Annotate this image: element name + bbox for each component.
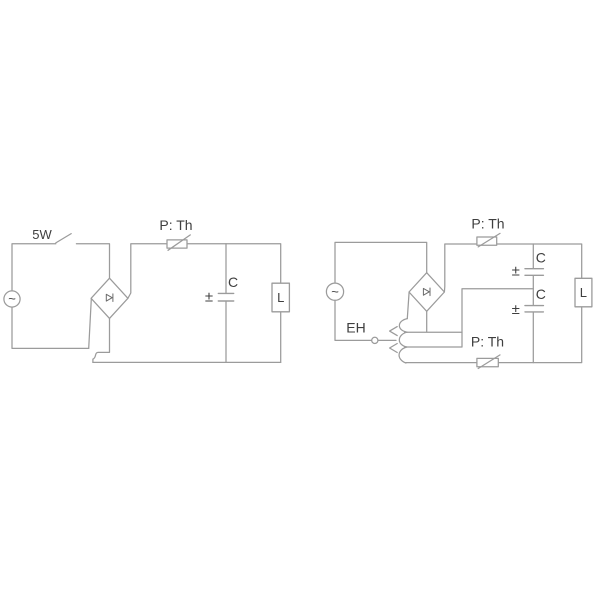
heater-terminal: EH (346, 320, 379, 345)
left-bridge-rectifier (90, 277, 129, 320)
right-ac-source: ~ (325, 282, 345, 301)
left-capacitor: C ± (205, 274, 238, 306)
right-capacitor-2: C ± (512, 286, 546, 318)
left-thermistor: P: Th (159, 217, 193, 251)
right-thermistor-top-label: P: Th (471, 216, 504, 232)
load-box-icon (271, 282, 291, 313)
right-wire-bridge-left-drop (406, 291, 410, 320)
thermistor-diagonal-icon (477, 232, 501, 248)
right-load-label: L (580, 285, 587, 300)
right-capacitor-1: C ± (512, 250, 546, 280)
bridge-diamond-icon (408, 272, 446, 312)
right-thermistor-bottom-label: P: Th (471, 334, 504, 350)
load-box-icon (574, 277, 593, 308)
right-load: L (574, 277, 593, 308)
left-wire-bridge-left-drop (88, 298, 92, 350)
right-wire-bridge-to-top-rail (443, 243, 583, 293)
left-load-label: L (277, 290, 284, 305)
right-wire-source-return (334, 299, 373, 342)
left-wire-bridge-to-top-rail (127, 243, 282, 299)
ac-source-icon (325, 282, 345, 301)
ac-source-icon (3, 290, 21, 308)
left-circuit: ~ 5W P: Th C ± L (3, 217, 291, 364)
ac-source-wave-symbol: ~ (8, 291, 16, 306)
thermistor-diagonal-icon (477, 354, 501, 370)
thermistor-diagonal-icon (167, 234, 191, 251)
left-wire-switch-to-bridge (75, 243, 111, 279)
left-ac-source: ~ (3, 290, 21, 308)
tap-arrow-lower-icon (388, 342, 398, 354)
diode-icon (105, 293, 114, 302)
switch-label: 5W (32, 227, 52, 242)
heater-label: EH (346, 320, 365, 336)
left-wire-bridge-bottom-hop (92, 317, 111, 364)
left-capacitor-label: C (228, 274, 238, 290)
left-capacitor-polarity: ± (205, 289, 213, 306)
left-load: L (271, 282, 291, 313)
capacitor1-polarity: ± (512, 263, 520, 280)
ac-source-wave-symbol: ~ (331, 284, 339, 299)
right-wire-bridge-bottom (403, 310, 463, 333)
left-wire-source-top (11, 243, 57, 292)
capacitor1-label: C (536, 250, 546, 266)
left-switch-blade (55, 232, 72, 244)
right-wire-mid-tap (403, 288, 534, 348)
right-bridge-rectifier (408, 272, 446, 312)
capacitor2-label: C (536, 286, 546, 302)
right-wire-source-top (334, 241, 428, 284)
tap-arrow-upper-icon (388, 325, 398, 337)
right-circuit: ~ EH P: Th P: Th (325, 216, 593, 370)
right-thermistor-bottom: P: Th (471, 334, 504, 370)
left-wire-source-return (11, 306, 90, 350)
terminal-circle-icon (371, 336, 379, 345)
right-wire-bottom-rail (405, 306, 583, 364)
winding-squiggle-icon (398, 317, 408, 364)
capacitor2-polarity: ± (512, 301, 520, 318)
left-thermistor-label: P: Th (159, 217, 192, 233)
bridge-diamond-icon (90, 277, 129, 320)
diode-icon (422, 287, 431, 297)
right-thermistor-top: P: Th (471, 216, 505, 248)
